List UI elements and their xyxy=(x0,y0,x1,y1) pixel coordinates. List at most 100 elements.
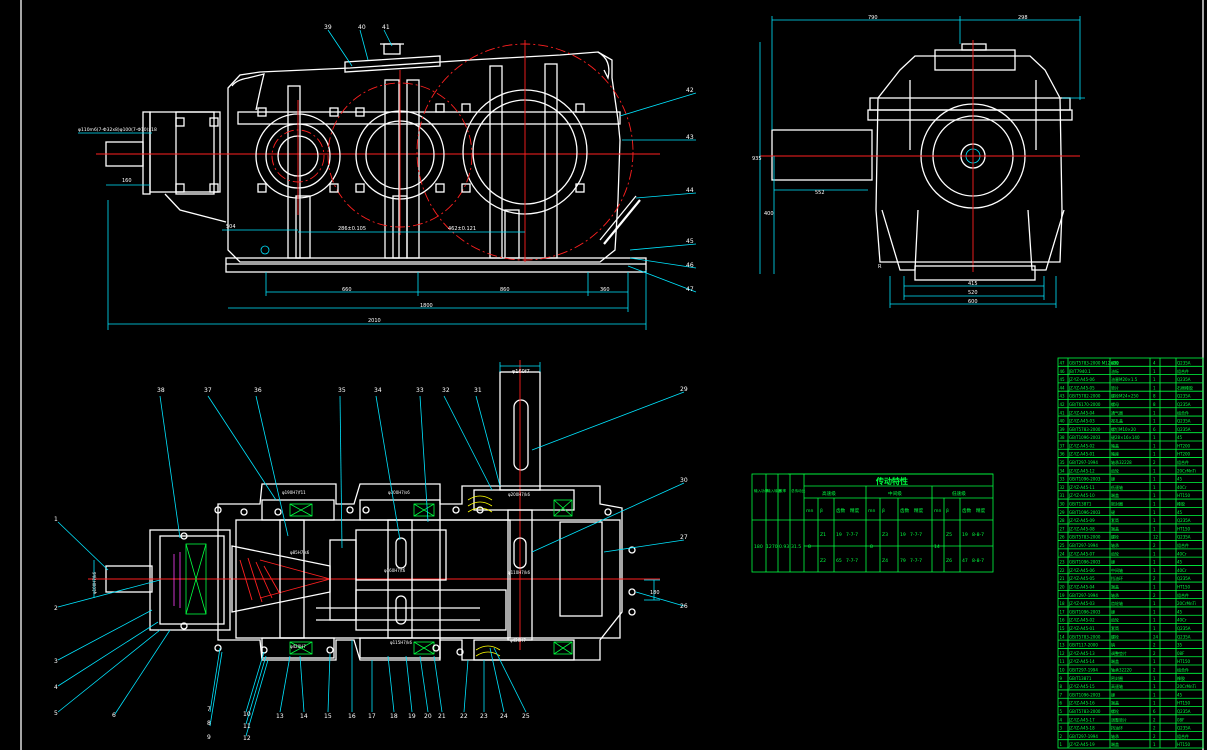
callout-39: 39 xyxy=(324,24,332,31)
parts-row-name: 键 xyxy=(1111,476,1115,482)
dim-d2: 286±0.105 xyxy=(338,226,366,232)
parts-row-name: 通气器 xyxy=(1111,409,1123,415)
parts-row-no: 33 xyxy=(1060,477,1066,482)
rib-2 xyxy=(384,79,400,259)
svg-text:齿数: 齿数 xyxy=(836,507,846,514)
side-top-cover xyxy=(934,49,1016,71)
parts-row-name: 键 xyxy=(1111,691,1115,697)
callout-37: 37 xyxy=(204,387,212,394)
parts-row-name: 齿轮 xyxy=(1111,467,1119,473)
parts-row-code: GB/T297-1994 xyxy=(1069,460,1098,465)
callout-2: 2 xyxy=(54,605,58,612)
svg-text:0.93: 0.93 xyxy=(779,544,789,550)
parts-row-name: 密封圈 xyxy=(1111,501,1123,507)
plan-callouts-top-lines xyxy=(159,391,685,549)
svg-text:Z2: Z2 xyxy=(820,558,826,564)
parts-row-no: 3 xyxy=(1060,726,1063,731)
parts-row-code: JZ-YZ-A45-16 xyxy=(1068,701,1095,706)
parts-row-code: JZ-YZ-A45-12 xyxy=(1068,468,1095,473)
seal-hatch-bottom xyxy=(475,645,501,657)
housing-base-flange xyxy=(225,257,647,273)
svg-text:1270: 1270 xyxy=(766,544,778,550)
svg-text:mn: mn xyxy=(806,509,813,514)
parts-row-qty: 1 xyxy=(1153,452,1156,457)
parts-row-code: JZ-YZ-A45-17 xyxy=(1068,717,1095,722)
side-housing xyxy=(875,55,1063,263)
dim-d1: 504 xyxy=(226,224,236,230)
dim-span: 1800 xyxy=(420,303,433,309)
parts-row-no: 23 xyxy=(1060,560,1066,565)
parts-row-no: 4 xyxy=(1060,717,1063,722)
parts-row-code: GB/T5783-2000 xyxy=(1069,535,1101,540)
parts-row-no: 7 xyxy=(1060,692,1063,697)
parts-row-code: GB/T5783-2000 M12×30 xyxy=(1069,360,1119,365)
parts-row-name: 螺栓M24×250 xyxy=(1111,393,1139,399)
parts-row-no: 16 xyxy=(1060,618,1066,623)
side-dim-w3: 600 xyxy=(968,299,978,305)
parts-row-mat: 45 xyxy=(1177,510,1183,515)
callout-25: 25 xyxy=(522,713,530,720)
parts-row-no: 20 xyxy=(1060,585,1066,590)
parts-row-mat: Q235A xyxy=(1177,626,1191,631)
parts-row-no: 26 xyxy=(1060,535,1066,540)
fit-5: φ200H7/k6 xyxy=(508,492,530,497)
shaft-2 xyxy=(387,519,413,639)
parts-row-mat: 08F xyxy=(1177,717,1185,722)
inspection-cover xyxy=(344,55,441,73)
side-view: 790 298 935 552 400 415 520 600 R xyxy=(752,15,1085,308)
parts-row-no: 39 xyxy=(1060,427,1066,432)
callout-30: 30 xyxy=(680,477,688,484)
parts-row-code: JB/T7940.1 xyxy=(1068,369,1091,374)
parts-row-qty: 2 xyxy=(1153,543,1156,548)
svg-text:19: 19 xyxy=(900,532,906,538)
rib-4 xyxy=(489,65,503,259)
svg-text:8-8-7: 8-8-7 xyxy=(972,532,984,538)
parts-row-mat: 40Cr xyxy=(1177,485,1187,490)
parts-row-qty: 1 xyxy=(1153,684,1156,689)
seal-hatch-top xyxy=(467,495,493,513)
dim-a: 660 xyxy=(342,287,352,293)
parts-row-qty: 1 xyxy=(1153,551,1156,556)
parts-row-name: 螺栓 xyxy=(1111,708,1119,714)
rib-1 xyxy=(287,85,301,259)
parts-row-qty: 1 xyxy=(1153,701,1156,706)
parts-row-no: 38 xyxy=(1060,435,1066,440)
svg-text:19: 19 xyxy=(836,532,842,538)
gear-mesh-band xyxy=(355,589,507,631)
parts-row-no: 2 xyxy=(1060,734,1063,739)
parts-row-qty: 1 xyxy=(1153,419,1156,424)
dipstick-edge xyxy=(599,195,637,241)
parts-row-mat: 20CrMnTi xyxy=(1177,684,1196,689)
parts-row-no: 31 xyxy=(1060,493,1066,498)
parts-row-name: 端盖 xyxy=(1111,658,1119,664)
parts-row-name: 螺母 xyxy=(1111,401,1119,407)
parts-row-qty: 1 xyxy=(1153,601,1156,606)
parts-row-qty: 1 xyxy=(1153,618,1156,623)
fit-3: φ300H7/s6 xyxy=(388,490,410,495)
parts-row-name: 挡油环 xyxy=(1111,575,1123,581)
shaft-3-bearing-bottom xyxy=(473,639,575,661)
parts-row-qty: 1 xyxy=(1153,485,1156,490)
parts-row-name: 端盖 xyxy=(1111,584,1119,590)
parts-row-mat: 40Cr xyxy=(1177,568,1187,573)
callout-33: 33 xyxy=(416,387,424,394)
parts-row-name: 调整垫片 xyxy=(1111,716,1127,722)
parts-row-name: 螺栓 xyxy=(1111,359,1119,365)
trans-table-title: 传动特性 xyxy=(875,476,908,486)
parts-row-name: 轴承 xyxy=(1111,542,1119,548)
parts-row-no: 19 xyxy=(1060,593,1066,598)
parts-row-no: 17 xyxy=(1060,609,1066,614)
callout-8: 8 xyxy=(207,720,211,727)
parts-row-no: 14 xyxy=(1060,634,1066,639)
shaft-3 xyxy=(507,509,533,641)
housing-outline xyxy=(227,51,621,263)
trans-h-low: 低速级 xyxy=(952,490,966,497)
